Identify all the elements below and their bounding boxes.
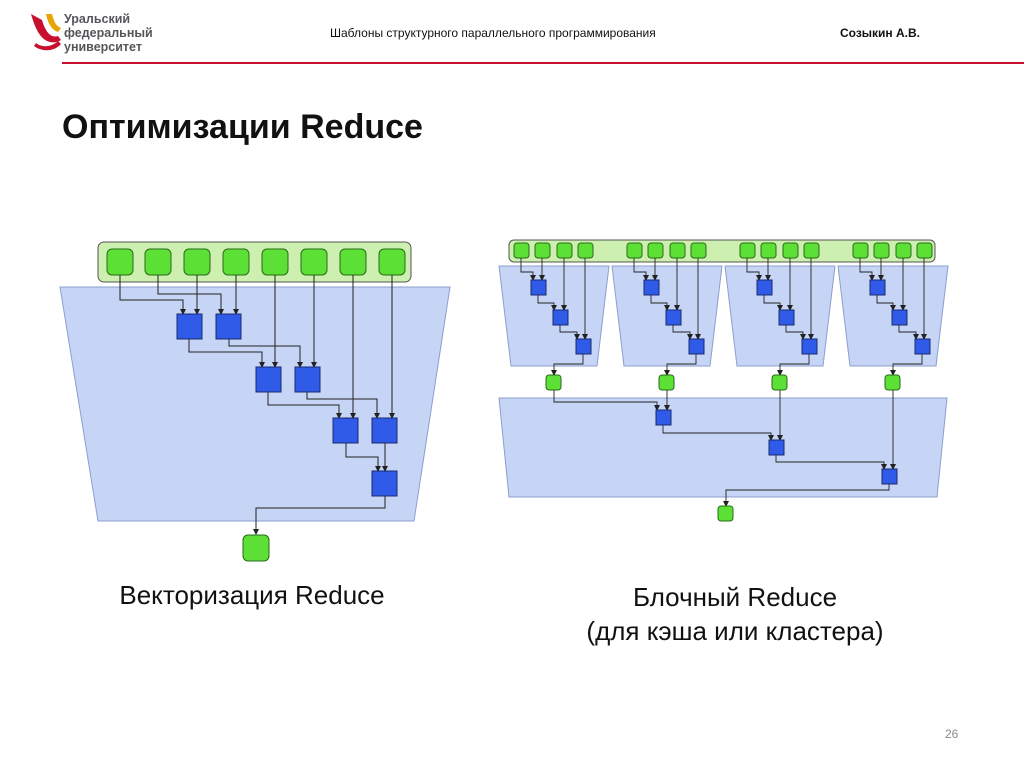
caption-blocked-reduce-line2: (для кэша или кластера): [586, 616, 884, 646]
caption-vectorized-reduce: Векторизация Reduce: [119, 580, 385, 610]
blocked-input-node: [760, 242, 777, 259]
blocked-input-node: [556, 242, 573, 259]
blocked-input-node: [782, 242, 799, 259]
slide-title: Оптимизации Reduce: [62, 108, 423, 146]
vectorized-input-node: [183, 248, 211, 276]
blocked-output-node: [717, 505, 734, 522]
block-op-node: [801, 338, 818, 355]
vectorized-input-node: [144, 248, 172, 276]
block-op-node: [665, 309, 682, 326]
final-op-node: [655, 409, 672, 426]
blocked-input-node: [534, 242, 551, 259]
blocked-input-node: [513, 242, 530, 259]
vectorized-input-node: [106, 248, 134, 276]
urfu-logo-icon: [31, 14, 61, 51]
course-title: Шаблоны структурного параллельного прогр…: [330, 26, 656, 40]
vectorized-input-node: [300, 248, 328, 276]
vectorized-input-node: [339, 248, 367, 276]
blocked-input-bar: [508, 239, 936, 263]
block-output-node: [658, 374, 675, 391]
block-op-node: [891, 309, 908, 326]
block-op-node: [914, 338, 931, 355]
caption-blocked-reduce: Блочный Reduce (для кэша или кластера): [520, 580, 950, 648]
author-name: Созыкин А.В.: [840, 26, 921, 40]
vectorized-op-node: [332, 417, 359, 444]
block-output-node: [545, 374, 562, 391]
blocked-input-node: [873, 242, 890, 259]
university-logo: Уральский федеральный университет: [28, 10, 168, 58]
vectorized-reduce-diagram: [59, 241, 451, 562]
logo-line-3: университет: [64, 40, 142, 54]
vectorized-op-node: [255, 366, 282, 393]
blocked-input-node: [669, 242, 686, 259]
blocked-input-node: [626, 242, 643, 259]
logo-line-2: федеральный: [64, 26, 153, 40]
block-output-node: [884, 374, 901, 391]
vectorized-op-node: [176, 313, 203, 340]
logo-line-1: Уральский: [64, 12, 131, 26]
blocked-input-node: [916, 242, 933, 259]
block-op-node: [869, 279, 886, 296]
vectorized-input-bar: [97, 241, 412, 283]
header-divider: [62, 62, 1024, 64]
vectorized-output-node: [242, 534, 270, 562]
blocked-input-node: [895, 242, 912, 259]
block-op-node: [688, 338, 705, 355]
blocked-input-node: [852, 242, 869, 259]
vectorized-input-node: [378, 248, 406, 276]
block-output-node: [771, 374, 788, 391]
blocked-input-node: [647, 242, 664, 259]
blocked-reduce-diagram: [498, 239, 949, 522]
final-reduce-region: [498, 397, 948, 498]
page-number: 26: [945, 727, 959, 741]
logo-text: Уральский федеральный университет: [64, 12, 153, 54]
vectorized-op-node: [371, 470, 398, 497]
blocked-input-node: [690, 242, 707, 259]
blocked-input-node: [739, 242, 756, 259]
vectorized-op-node: [215, 313, 242, 340]
block-op-node: [552, 309, 569, 326]
block-op-node: [756, 279, 773, 296]
block-op-node: [643, 279, 660, 296]
caption-blocked-reduce-line1: Блочный Reduce: [632, 582, 838, 612]
vectorized-op-node: [294, 366, 321, 393]
block-op-node: [530, 279, 547, 296]
final-op-node: [881, 468, 898, 485]
vectorized-input-node: [222, 248, 250, 276]
vectorized-input-node: [261, 248, 289, 276]
block-op-node: [575, 338, 592, 355]
blocked-input-node: [577, 242, 594, 259]
final-op-node: [768, 439, 785, 456]
block-op-node: [778, 309, 795, 326]
vectorized-op-node: [371, 417, 398, 444]
blocked-input-node: [803, 242, 820, 259]
